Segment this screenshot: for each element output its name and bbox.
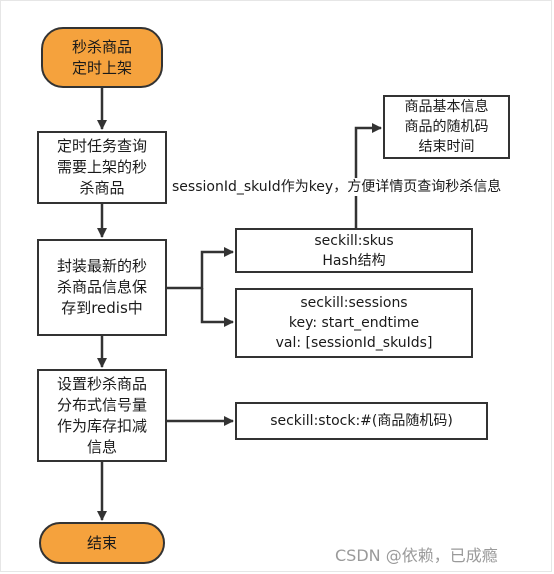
info-line-1: 商品基本信息 [404,99,489,115]
end-terminal: 结束 [39,522,165,564]
end-label: 结束 [86,533,117,552]
start-line-2: 定时上架 [71,58,132,77]
semaphore-line-1: 设置秒杀商品 [56,374,147,393]
query-task-line-3: 杀商品 [79,179,125,197]
query-task-box: 定时任务查询 需要上架的秒 杀商品 [37,131,167,204]
sessions-line-3: val: [sessionId_skuIds] [275,335,433,351]
semaphore-box: 设置秒杀商品 分布式信号量 作为库存扣减 信息 [37,369,167,462]
info-line-2: 商品的随机码 [404,119,489,135]
semaphore-line-3: 作为库存扣减 [56,416,147,435]
stock-line-1: seckill:stock:#(商品随机码) [270,413,453,429]
sessions-line-2: key: start_endtime [288,315,420,331]
arrow-wrap-to-sessions [200,288,234,327]
info-line-3: 结束时间 [418,139,475,155]
wrap-save-line-2: 杀商品信息保 [56,278,147,296]
query-task-line-1: 定时任务查询 [56,137,147,155]
seckill-stock-box: seckill:stock:#(商品随机码) [235,402,488,440]
semaphore-line-4: 信息 [86,437,117,456]
arrow-wrap-to-skus [167,247,234,290]
seckill-sessions-box: seckill:sessions key: start_endtime val:… [235,288,473,358]
start-terminal: 秒杀商品 定时上架 [41,27,163,88]
wrap-save-line-1: 封装最新的秒 [56,257,147,275]
start-line-1: 秒杀商品 [71,37,132,56]
key-note-label: sessionId_skuId作为key，方便详情页查询秒杀信息 [172,178,502,196]
wrap-save-box: 封装最新的秒 杀商品信息保 存到redis中 [37,239,167,336]
wrap-save-line-3: 存到redis中 [61,299,143,317]
sessions-line-1: seckill:sessions [300,295,408,311]
semaphore-line-2: 分布式信号量 [56,395,147,414]
seckill-skus-box: seckill:skus Hash结构 [235,228,473,273]
watermark-text: CSDN @依赖，已成瘾 [335,546,498,565]
skus-line-1: seckill:skus [314,232,394,249]
query-task-line-2: 需要上架的秒 [56,158,147,176]
skus-line-2: Hash结构 [322,252,386,269]
product-info-box: 商品基本信息 商品的随机码 结束时间 [383,95,510,159]
